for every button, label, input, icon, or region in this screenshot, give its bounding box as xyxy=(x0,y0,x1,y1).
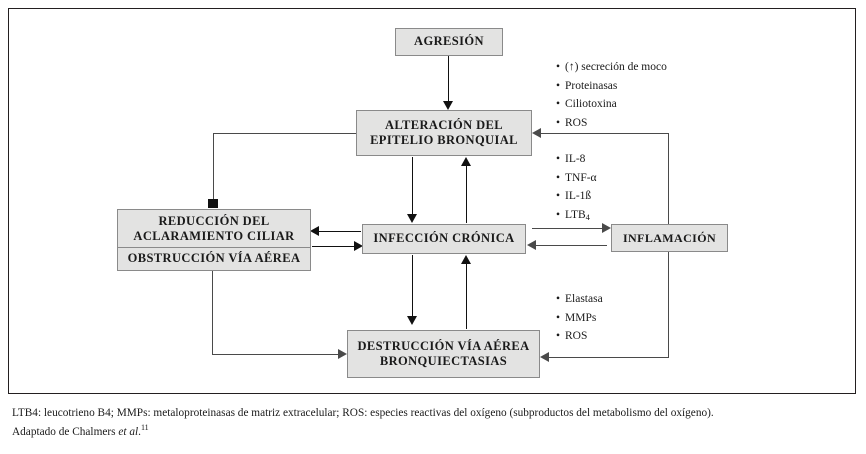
annotation-item: •Proteinasas xyxy=(556,77,667,96)
arrowhead-epitelio-infeccion-down xyxy=(407,214,417,223)
annotation-epithelial-products: •(↑) secreción de moco •Proteinasas •Cil… xyxy=(556,58,667,133)
connector-infeccion-reduccion xyxy=(318,231,361,232)
bullet-icon: • xyxy=(556,153,561,165)
bullet-icon: • xyxy=(556,311,561,324)
node-infeccion-cronica[interactable]: INFECCIÓN CRÓNICA xyxy=(362,224,526,254)
node-inflamacion-label: INFLAMACIÓN xyxy=(622,230,717,245)
annotation-item: •Ciliotoxina xyxy=(556,95,667,114)
arrowhead-destruccion-infeccion-up xyxy=(461,255,471,264)
connector-bus-destruccion xyxy=(548,357,669,358)
node-agresion-label: AGRESIÓN xyxy=(414,34,484,49)
connector-infeccion-destruccion-down xyxy=(412,255,413,317)
bullet-icon: • xyxy=(556,190,561,203)
arrowhead-infeccion-destruccion-down xyxy=(407,316,417,325)
node-reduccion-divider xyxy=(118,247,310,249)
arrowhead-reduccion-infeccion xyxy=(354,241,363,251)
annotation-item: • LTB4 xyxy=(556,206,597,225)
arrowhead-epitelio-reduccion xyxy=(208,199,218,208)
bullet-icon: • xyxy=(556,116,561,129)
connector-reduccion-infeccion xyxy=(312,246,355,247)
footnote-source: Adaptado de Chalmers et al.11 xyxy=(12,423,149,439)
annotation-item: •IL-8 xyxy=(556,150,597,169)
connector-reduccion-destruccion-h xyxy=(212,354,344,355)
annotation-item: •IL-1ß xyxy=(556,187,597,206)
connector-bus-epitelio xyxy=(540,133,669,134)
annotation-item: •ROS xyxy=(556,114,667,133)
annotation-inflammatory-mediators: •IL-8 •TNF-α •IL-1ß • LTB4 xyxy=(556,150,597,225)
footnote-abbreviations: LTB4: leucotrieno B4; MMPs: metaloprotei… xyxy=(12,407,714,419)
node-destruccion-line2: BRONQUIECTASIAS xyxy=(379,354,508,368)
connector-reduccion-destruccion-v xyxy=(212,271,213,354)
arrowhead-infeccion-inflamacion xyxy=(602,223,611,233)
arrowhead-reduccion-destruccion xyxy=(338,349,347,359)
arrowhead-agresion-epitelio xyxy=(443,101,453,110)
node-reduccion-aclaramiento-ciliar[interactable]: REDUCCIÓN DEL ACLARAMIENTO CILIAR OBSTRU… xyxy=(117,209,311,271)
node-reduccion-line1: REDUCCIÓN DEL xyxy=(158,213,270,228)
bullet-icon: • xyxy=(556,171,561,184)
annotation-item-ltb4: LTB4 xyxy=(565,208,590,222)
connector-epitelio-reduccion-v xyxy=(213,133,214,201)
node-reduccion-line2: ACLARAMIENTO CILIAR xyxy=(133,228,295,243)
annotation-proteases: •Elastasa •MMPs •ROS xyxy=(556,290,603,346)
arrowhead-bus-destruccion xyxy=(540,352,549,362)
node-epitelio-line1: ALTERACIÓN DEL xyxy=(384,117,503,132)
connector-destruccion-infeccion-up xyxy=(466,263,467,329)
bullet-icon: • xyxy=(556,98,561,111)
connector-epitelio-reduccion-h xyxy=(213,133,357,134)
connector-inflamacion-infeccion xyxy=(535,245,607,246)
node-agresion[interactable]: AGRESIÓN xyxy=(395,28,503,56)
connector-infeccion-inflamacion xyxy=(532,228,604,229)
annotation-item: •TNF-α xyxy=(556,169,597,188)
node-destruccion-via-aerea[interactable]: DESTRUCCIÓN VÍA AÉREA BRONQUIECTASIAS xyxy=(347,330,540,378)
annotation-item: •(↑) secreción de moco xyxy=(556,58,667,77)
bullet-icon: • xyxy=(556,293,561,305)
annotation-item: •Elastasa xyxy=(556,290,603,309)
annotation-item: •MMPs xyxy=(556,309,603,328)
node-reduccion-line3: OBSTRUCCIÓN VÍA AÉREA xyxy=(127,251,301,266)
node-destruccion-line1: DESTRUCCIÓN VÍA AÉREA xyxy=(357,338,530,353)
bullet-icon: • xyxy=(556,61,561,73)
figure-footnote: LTB4: leucotrieno B4; MMPs: metaloprotei… xyxy=(12,404,858,441)
node-alteracion-epitelio-bronquial[interactable]: ALTERACIÓN DEL EPITELIO BRONQUIAL xyxy=(356,110,532,156)
arrowhead-infeccion-epitelio-up xyxy=(461,157,471,166)
node-infeccion-label: INFECCIÓN CRÓNICA xyxy=(373,231,515,246)
bullet-icon: • xyxy=(556,79,561,92)
annotation-item: •ROS xyxy=(556,327,603,346)
arrowhead-infeccion-reduccion xyxy=(310,226,319,236)
diagram-frame xyxy=(8,8,856,394)
node-epitelio-line2: EPITELIO BRONQUIAL xyxy=(370,133,518,147)
connector-epitelio-infeccion-down xyxy=(412,157,413,215)
node-inflamacion[interactable]: INFLAMACIÓN xyxy=(611,224,728,252)
bullet-icon: • xyxy=(556,208,561,221)
arrowhead-bus-epitelio xyxy=(532,128,541,138)
connector-infeccion-epitelio-up xyxy=(466,165,467,223)
arrowhead-inflamacion-infeccion xyxy=(527,240,536,250)
connector-agresion-epitelio xyxy=(448,56,449,102)
bullet-icon: • xyxy=(556,330,561,343)
